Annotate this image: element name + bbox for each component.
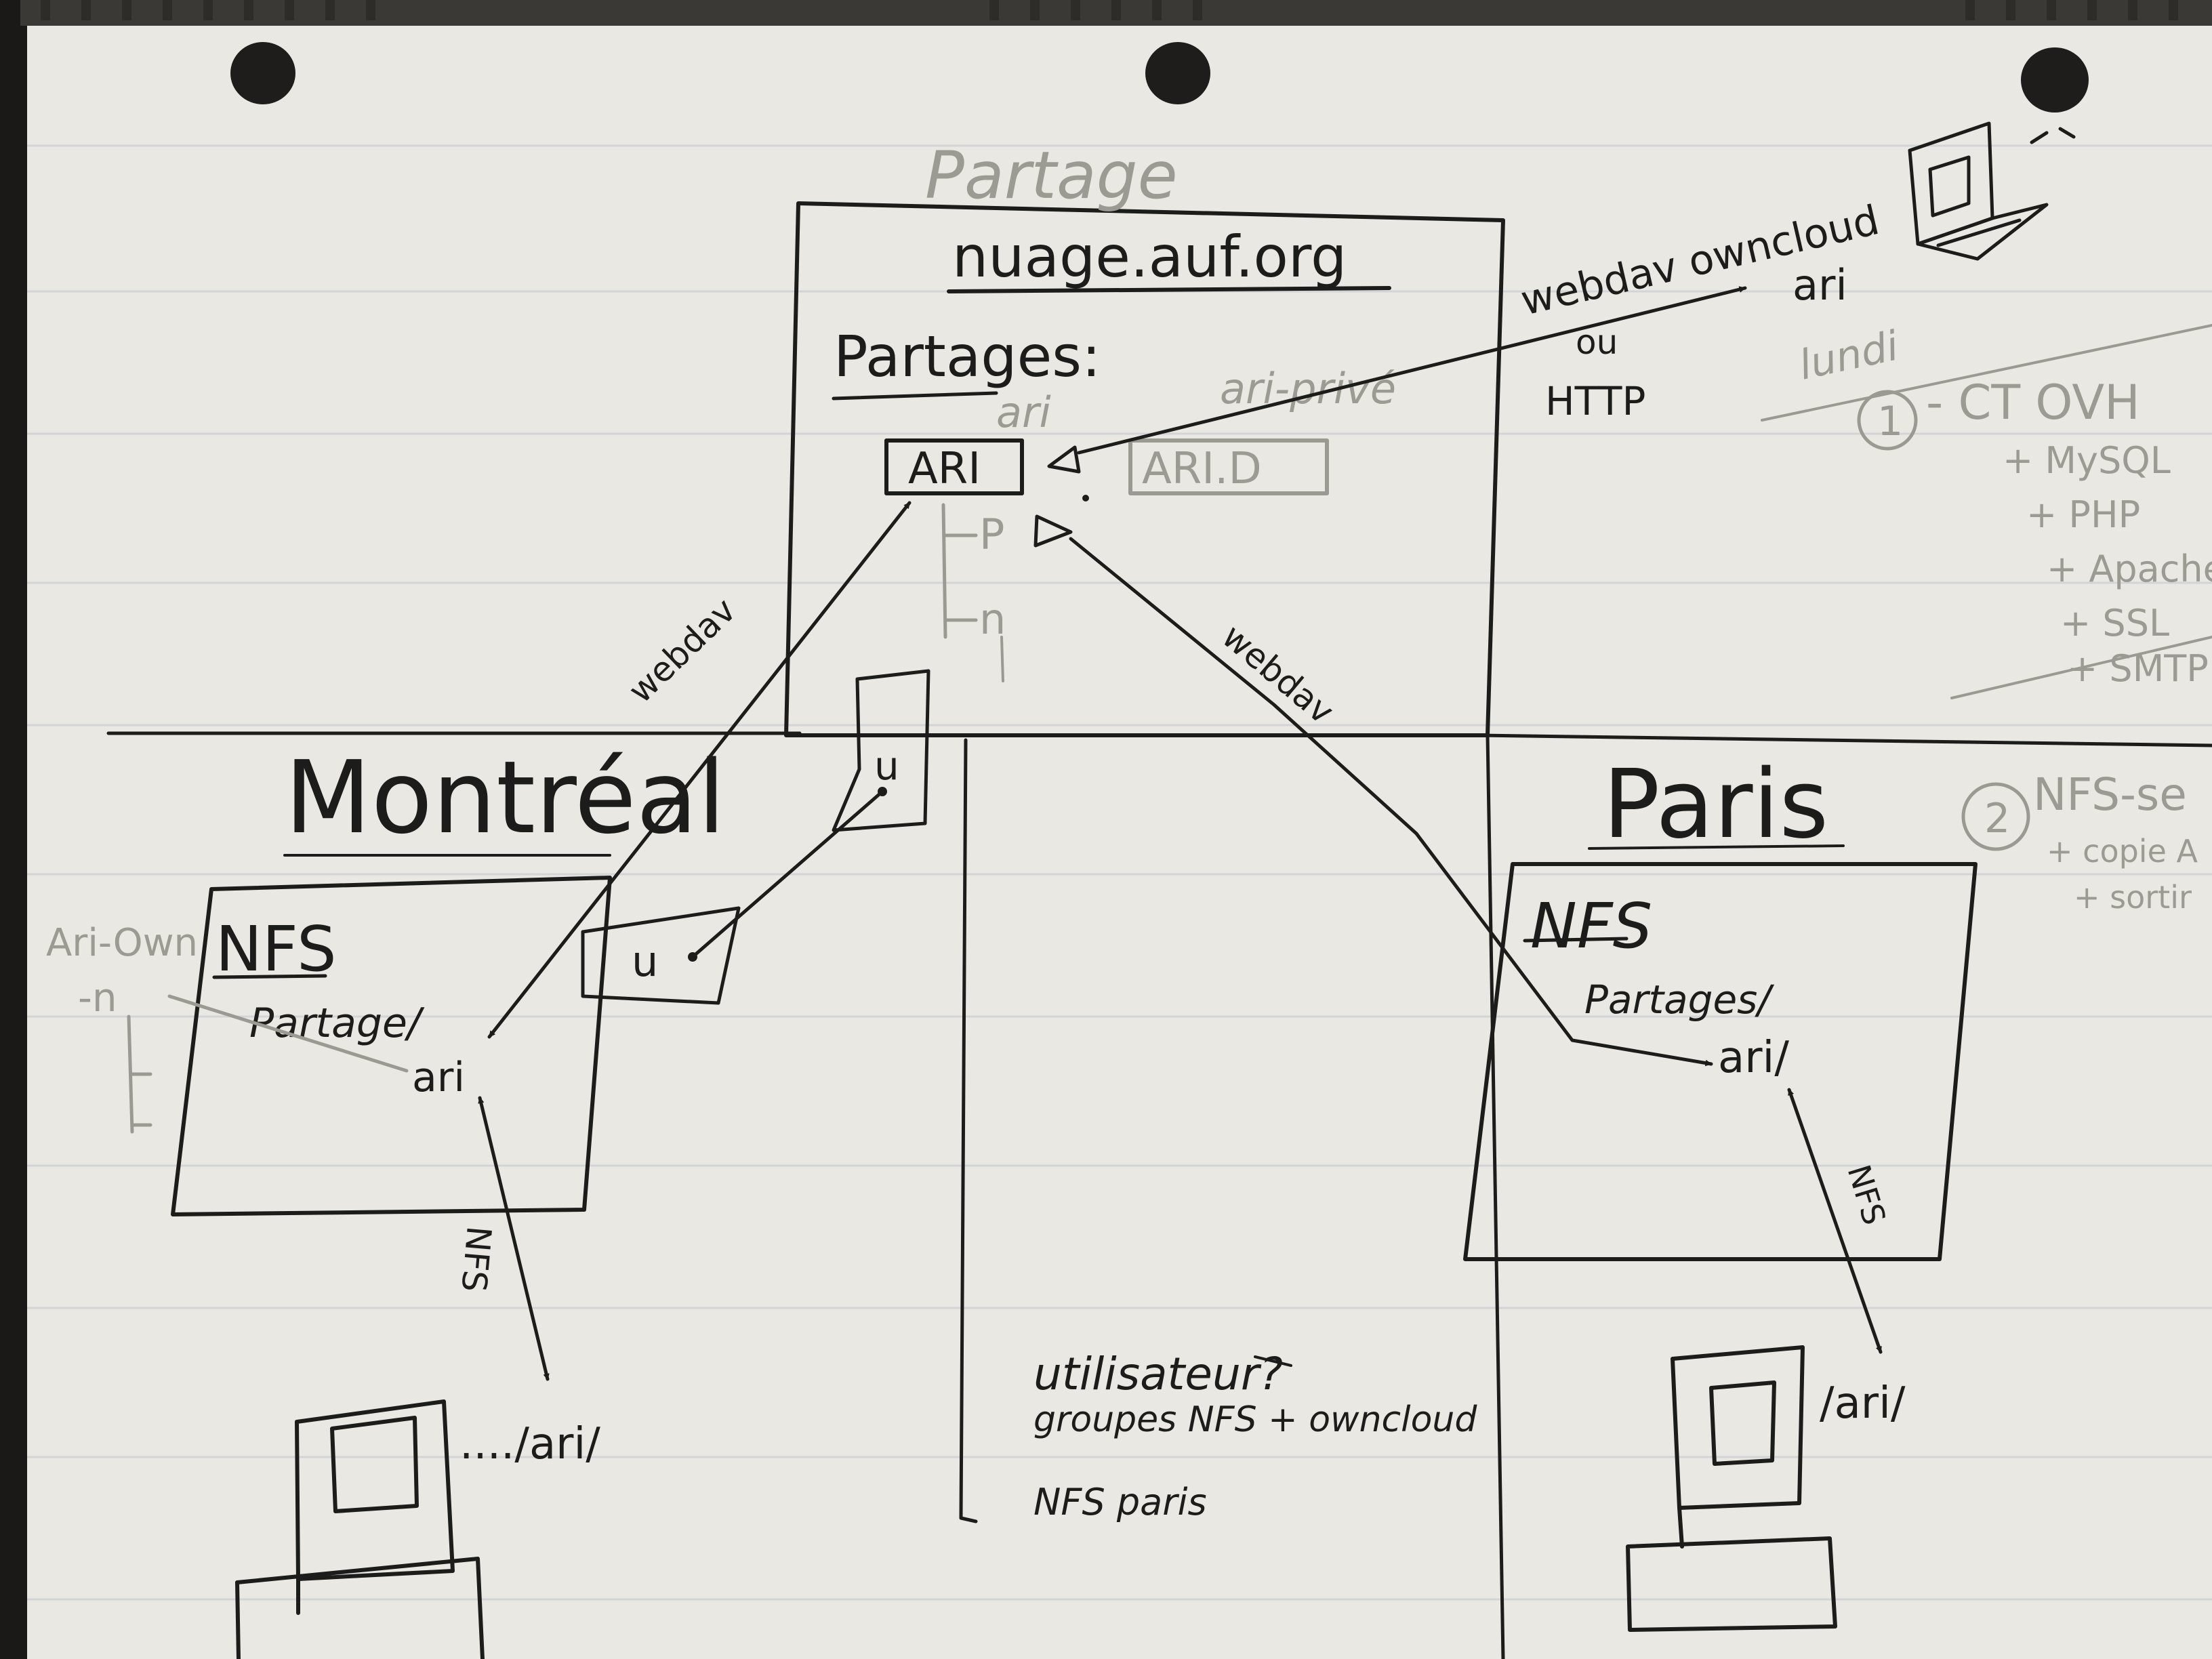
binder-hole-right — [2021, 47, 2089, 112]
todo-rule-2 — [1950, 636, 2212, 699]
vertical-divider-left — [959, 738, 978, 1523]
link-montreal-client-nfs — [480, 1096, 548, 1381]
paris-nfs-underline — [1523, 937, 1629, 943]
todo-item1-sub-1: + MySQL — [2003, 439, 2171, 482]
paris-nfs-box — [1463, 862, 1978, 1261]
share-tree-branch — [941, 503, 947, 639]
paris-city-underline — [1588, 844, 1845, 850]
cloud-share-ari-pencil: ari — [996, 388, 1051, 437]
share-sub-n: n — [979, 594, 1006, 644]
todo-item2-circle — [1961, 782, 2030, 851]
todo-item2-number: 2 — [1984, 795, 2010, 842]
share-arid-box — [1128, 438, 1329, 495]
montreal-side-note: Ari-Own — [46, 921, 198, 965]
binder-hole-middle — [1145, 42, 1210, 104]
montreal-client-path: ..../ari/ — [459, 1419, 600, 1469]
cloud-pencil-title: Partage — [925, 138, 1178, 213]
note-question-arrow — [1254, 1355, 1292, 1367]
paris-computer-icon — [1626, 1345, 1837, 1632]
montreal-share-path: Partage/ — [249, 1000, 425, 1047]
cloud-share-ari-prive-pencil: ari-privé — [1220, 364, 1396, 413]
todo-item1-sub-3: + Apache — [2047, 548, 2212, 590]
cloud-shares-underline — [832, 391, 998, 401]
paris-share-path: Partages/ — [1584, 977, 1774, 1023]
laptop-icon — [1908, 121, 2076, 261]
montreal-nfs-link-label: NFS — [454, 1225, 499, 1294]
montreal-computer-icon — [235, 1399, 485, 1659]
paris-city: Paris — [1603, 750, 1828, 860]
note-line3: NFS paris — [1033, 1481, 1207, 1523]
cloud-title: nuage.auf.org — [952, 224, 1347, 290]
link-paris-client-nfs — [1787, 1088, 1883, 1354]
spiral-coils — [41, 0, 2178, 20]
todo-item1-sub-4: + SSL — [2060, 602, 2169, 644]
binder-hole-left — [230, 42, 295, 104]
share-ari-label: ARI — [908, 444, 981, 494]
todo-item2-sub-2: + sortir — [2074, 879, 2192, 916]
todo-item1-circle — [1857, 390, 1918, 451]
share-tree-n-tail — [1000, 636, 1004, 682]
montreal-nfs: NFS — [216, 913, 337, 985]
link-montreal-cloud-webdav — [487, 501, 912, 1039]
cloud-user-doc-label: u — [874, 743, 899, 789]
share-arid-label: ARI.D — [1142, 444, 1262, 494]
todo-item1-title: - CT OVH — [1926, 375, 2140, 430]
paris-user-path: ari/ — [1718, 1033, 1789, 1083]
vertical-divider-right — [1486, 733, 1505, 1659]
share-ari-box — [884, 438, 1024, 495]
paris-client-path: /ari/ — [1820, 1378, 1906, 1429]
cloud-title-underline — [947, 286, 1391, 293]
todo-item1-sub-2: + PHP — [2026, 493, 2140, 536]
montreal-nfs-underline — [212, 974, 327, 979]
share-sub-p-triangle — [1033, 514, 1073, 548]
montreal-city: Montréal — [285, 739, 726, 856]
montreal-side-n: -n — [78, 975, 117, 1021]
share-sub-p: P — [979, 510, 1004, 559]
laptop-http: HTTP — [1545, 378, 1645, 424]
link-cloud-paris-webdav — [1069, 537, 1713, 1064]
note-line2: groupes NFS + owncloud — [1033, 1399, 1477, 1440]
montreal-nfs-box — [171, 876, 612, 1216]
todo-item1-number: 1 — [1877, 398, 1903, 445]
share-ari-triangle — [1047, 445, 1081, 474]
cloud-shares-label: Partages: — [834, 323, 1101, 390]
laptop-user: ari — [1793, 260, 1847, 310]
paris-nfs: NFS — [1530, 890, 1652, 962]
link-laptop-cloud — [1077, 288, 1747, 455]
montreal-side-tree — [127, 994, 409, 1134]
paper-sheet — [20, 0, 2212, 1659]
share-dot — [1082, 495, 1089, 501]
note-question: utilisateur? — [1033, 1348, 1283, 1400]
montreal-user-doc-label: u — [632, 937, 658, 986]
montreal-user-path: ari — [412, 1054, 465, 1101]
todo-item2-title: NFS-se — [2033, 769, 2187, 821]
paper-shadow-left — [0, 0, 27, 1659]
todo-rule-1 — [1761, 324, 2212, 422]
todo-item2-sub-1: + copie A — [2047, 833, 2198, 869]
